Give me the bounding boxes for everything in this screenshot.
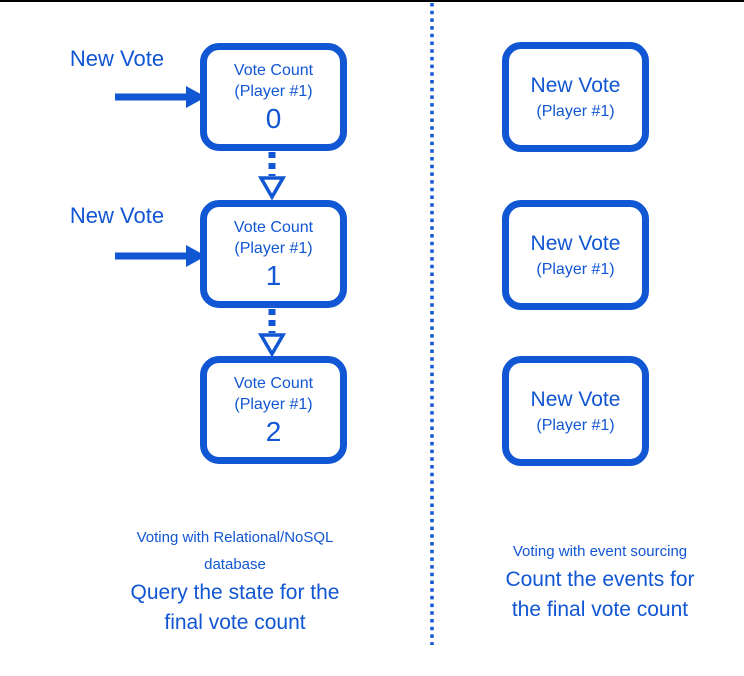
new-vote-event-player: (Player #1)	[536, 260, 615, 278]
event-sourcing-caption: Voting with event sourcing Count the eve…	[460, 538, 740, 625]
vote-count-title: Vote Count	[233, 219, 314, 236]
new-vote-event-title: New Vote	[530, 387, 621, 411]
caption-line: the final vote count	[511, 598, 689, 621]
caption-line: Voting with Relational/NoSQL	[136, 529, 334, 546]
vote-count-player: (Player #1)	[234, 396, 313, 413]
caption-line: Voting with event sourcing	[512, 543, 688, 560]
relational-db-caption: Voting with Relational/NoSQL database Qu…	[75, 524, 395, 638]
new-vote-event-player: (Player #1)	[536, 102, 615, 120]
right-arrow-icon-2	[115, 245, 206, 267]
new-vote-event-box-1: New Vote (Player #1)	[502, 200, 649, 310]
new-vote-label-1: New Vote	[69, 46, 165, 71]
vote-count-title: Vote Count	[233, 375, 314, 392]
caption-line: database	[204, 556, 266, 573]
right-arrow-icon-1	[115, 86, 206, 108]
caption-line: final vote count	[164, 611, 306, 634]
new-vote-event-box-0: New Vote (Player #1)	[502, 42, 649, 152]
vote-count-value: 1	[265, 260, 282, 291]
new-vote-label-2: New Vote	[69, 203, 165, 228]
screenshot-top-edge	[0, 0, 744, 2]
vote-count-player: (Player #1)	[234, 83, 313, 100]
vote-count-title: Vote Count	[233, 62, 314, 79]
vote-count-box-2: Vote Count (Player #1) 2	[200, 356, 347, 464]
vote-count-box-0: Vote Count (Player #1) 0	[200, 43, 347, 151]
vote-count-player: (Player #1)	[234, 240, 313, 257]
new-vote-event-title: New Vote	[530, 73, 621, 97]
vote-count-value: 0	[265, 103, 282, 134]
new-vote-event-player: (Player #1)	[536, 416, 615, 434]
state-transition-arrow-1	[257, 152, 287, 200]
caption-line: Query the state for the	[130, 581, 340, 604]
vote-count-value: 2	[265, 416, 282, 447]
panel-divider-dotted-line	[430, 3, 434, 645]
new-vote-event-box-2: New Vote (Player #1)	[502, 356, 649, 466]
state-transition-arrow-2	[257, 309, 287, 357]
new-vote-event-title: New Vote	[530, 231, 621, 255]
vote-count-box-1: Vote Count (Player #1) 1	[200, 200, 347, 308]
caption-line: Count the events for	[505, 568, 695, 591]
